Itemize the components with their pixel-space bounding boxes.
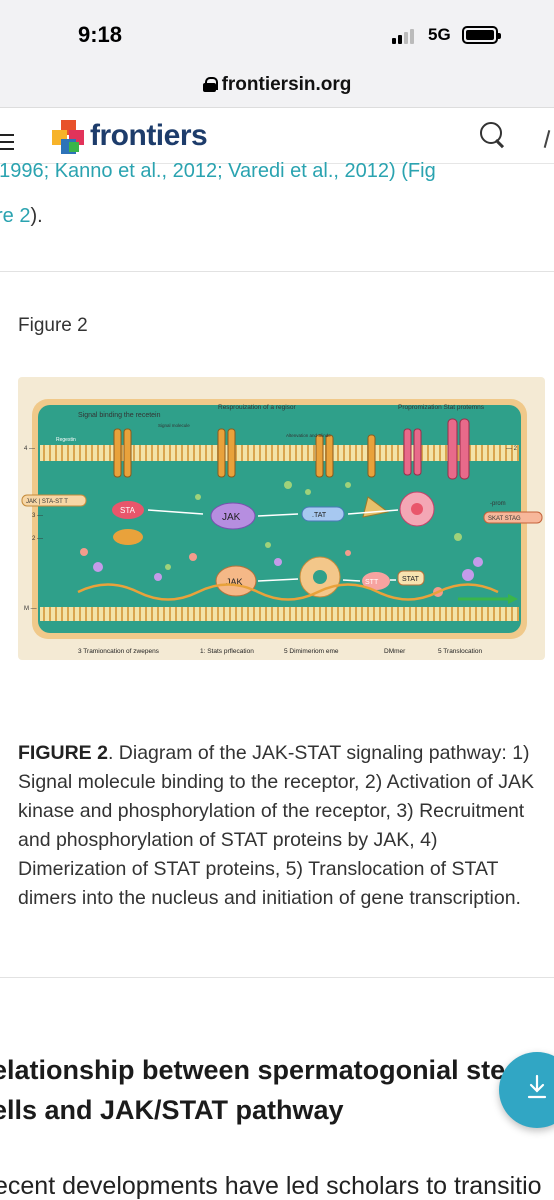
label-signal-molecule: Signal molecule (158, 423, 190, 428)
download-button[interactable] (499, 1052, 554, 1128)
label-3: 3 — (32, 513, 43, 519)
citation-end: ). (30, 205, 43, 227)
label-stat: STAT (402, 576, 420, 583)
search-icon[interactable] (478, 120, 508, 150)
caption-text: . Diagram of the JAK-STAT signaling path… (18, 742, 534, 909)
frontiers-logo-icon[interactable] (52, 120, 86, 154)
bottom-label-2: 1: Stats prflecation (200, 648, 254, 655)
bottom-label-4: DMmer (384, 648, 406, 655)
label-alteration: Altenvation and Slinde (286, 433, 331, 438)
section-heading: elationship between spermatogonial ste e… (0, 1050, 554, 1130)
label-tat: .TAT (312, 512, 327, 519)
address-bar[interactable]: frontiersin.org (0, 62, 554, 108)
menu-icon[interactable] (0, 134, 14, 155)
caption-prefix: FIGURE 2 (18, 742, 108, 764)
label-stt: STT (365, 579, 379, 586)
divider (0, 271, 554, 272)
figure-image[interactable]: Signal binding the recetein Resprouizati… (18, 377, 545, 660)
section-title-line-1: elationship between spermatogonial ste (0, 1055, 506, 1085)
battery-icon (462, 26, 501, 44)
label-jak-sta: JAK | STA-ST T (26, 499, 68, 505)
status-bar: 9:18 5G (0, 0, 554, 62)
bottom-label-5: 5 Translocation (438, 648, 482, 655)
bottom-label-1: 3 Tramioncation of zwepens (78, 648, 160, 655)
citation-line-2: re 2). (0, 205, 43, 228)
status-time: 9:18 (78, 22, 123, 47)
label-sta: STA (120, 506, 136, 515)
label-reorganization: Resprouization of a regisor (218, 404, 297, 411)
figure-label: Figure 2 (18, 315, 88, 336)
label-jak-center: JAK (222, 512, 241, 523)
brand-name[interactable]: frontiers (90, 119, 208, 152)
label-jak-lower: JAK (226, 577, 243, 587)
label-2b: 2 — (32, 536, 43, 542)
label-skat-stag: SKAT STAG (488, 516, 521, 522)
network-label: 5G (428, 25, 451, 44)
url-text: frontiersin.org (221, 73, 352, 95)
label-2: — 2 (506, 446, 518, 452)
label-propromization: Propromization Stat protemns (398, 404, 485, 411)
label-prom: -prom (490, 501, 506, 507)
body-text-partial: ecent developments have led scholars to … (0, 1172, 542, 1200)
clipped-icon (543, 130, 551, 148)
citation-line[interactable]: , 1996; Kanno et al., 2012; Varedi et al… (0, 160, 436, 182)
figure-caption: FIGURE 2. Diagram of the JAK-STAT signal… (18, 739, 546, 913)
signal-icon (392, 29, 414, 44)
label-4: 4 — (24, 446, 35, 452)
label-regestin: Regestin (56, 437, 76, 443)
label-signal-binding: Signal binding the recetein (78, 412, 161, 419)
lock-icon (202, 77, 218, 92)
section-title-line-2: ells and JAK/STAT pathway (0, 1095, 344, 1125)
bottom-label-3: 5 Dimimeriom eme (284, 648, 339, 655)
divider (0, 977, 554, 978)
figure-link[interactable]: re 2 (0, 205, 31, 227)
label-m: M — (24, 606, 37, 612)
site-header: frontiers (0, 108, 554, 164)
download-icon (527, 1074, 547, 1099)
